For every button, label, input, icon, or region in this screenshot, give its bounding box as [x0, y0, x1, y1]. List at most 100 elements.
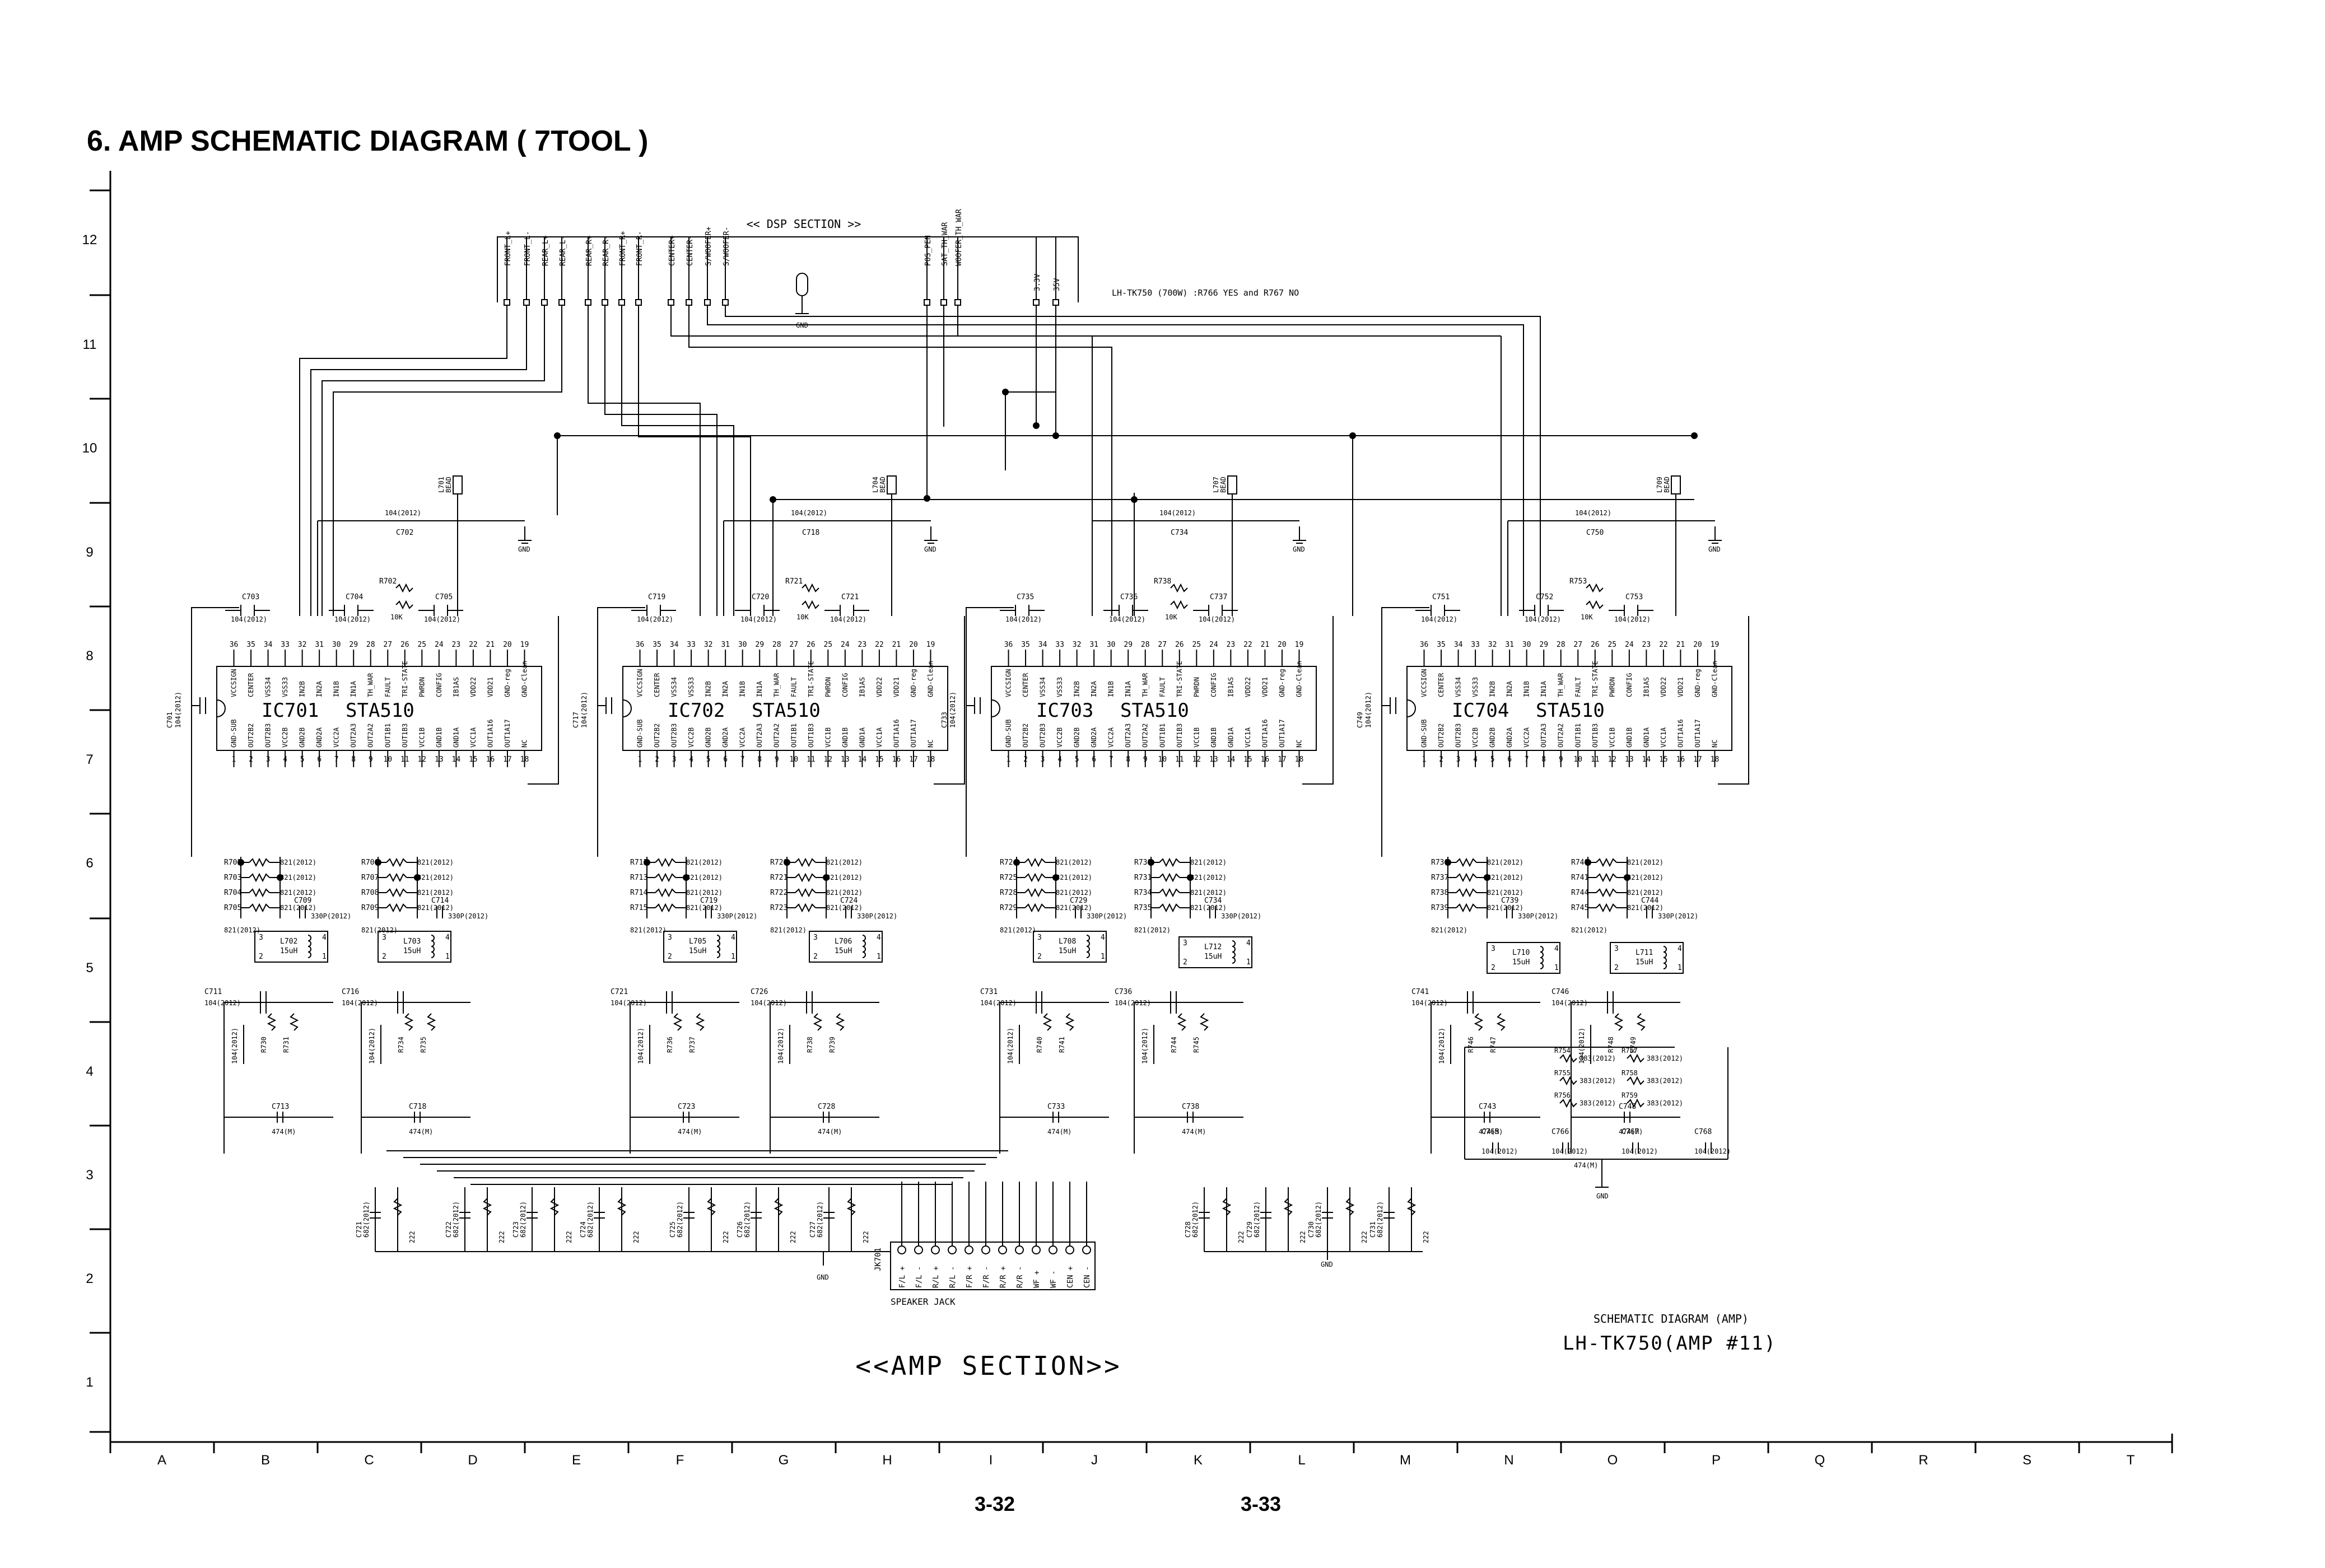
cap-label: C733 [1047, 1103, 1065, 1111]
jack-pin-label: CEN + [1066, 1266, 1075, 1288]
row-label: 5 [86, 960, 93, 976]
inductor-value: 15uH [1059, 947, 1076, 955]
resistor [1627, 1076, 1644, 1086]
inductor-value: 15uH [1204, 953, 1222, 961]
resistor-value: 821(2012) [1487, 904, 1523, 912]
ic-pin-label: IN2B [1073, 681, 1081, 697]
ic-pin-number: 20 [1278, 641, 1287, 649]
cap-value: 104(2012) [777, 1028, 785, 1064]
cap-label: C723 [678, 1103, 695, 1111]
inductor-body [1487, 942, 1560, 974]
column-label: H [882, 1453, 892, 1468]
resistor-value: 821(2012) [1571, 926, 1608, 934]
ic-pin-number: 21 [486, 641, 495, 649]
column-label: G [779, 1453, 789, 1468]
junction-dot [414, 874, 421, 881]
ic-pin-number: 30 [1107, 641, 1116, 649]
resistor-label: R725 [1000, 874, 1017, 882]
cap-value: 104(2012) [1481, 1147, 1518, 1155]
ic-pin-label: OUT1B1 [790, 724, 798, 748]
speaker-jack-label: SPEAKER JACK [891, 1296, 956, 1307]
ic-pin-label: GND1A [1642, 727, 1650, 748]
ic-pin-number: 6 [723, 755, 728, 764]
resistor-value: 383(2012) [1579, 1077, 1616, 1085]
ic-pin-number: 5 [1490, 755, 1495, 764]
resistor [1559, 1053, 1577, 1063]
ic-pin-number: 26 [1591, 641, 1600, 649]
jack-pin-label: R/L - [949, 1266, 957, 1288]
resistor-label: R734 [1134, 889, 1152, 897]
dsp-pin-label: S/WOOFER- [723, 227, 731, 266]
ic-pin-label: GND-SUB [1420, 719, 1428, 748]
resistor-value: 821(2012) [826, 889, 863, 897]
ic-pin-label: VDD22 [1660, 677, 1667, 697]
cap-value: 104(2012) [1622, 1147, 1658, 1155]
ic-pin-number: 9 [775, 755, 779, 764]
inductor-coil [307, 951, 311, 958]
junction-dot [683, 874, 689, 881]
ic-pin-label: IN2A [315, 680, 323, 697]
resistor [1170, 583, 1188, 593]
ic-pin-label: GND-Clean [1295, 661, 1303, 697]
resistor-label: R744 [1170, 1037, 1178, 1053]
cap-label: C750 [1586, 529, 1604, 537]
dsp-pin-label: FRONT_L- [524, 231, 532, 266]
bus-wire [310, 305, 527, 616]
pin-number: 1 [445, 953, 450, 961]
inductor-body [378, 931, 451, 963]
ic-ref-label: IC704 [1452, 699, 1509, 722]
ic-pin-label: PWRDN [1608, 677, 1616, 697]
ic-pin-label: OUT2B3 [1039, 724, 1047, 748]
cap-label: C729 [1070, 897, 1087, 905]
cap-value: 104(2012) [1115, 999, 1151, 1007]
ic-pin-label: TH_WAR [773, 673, 781, 697]
ic-wire [1302, 616, 1334, 785]
cap-value: 104(2012) [1575, 509, 1611, 517]
bead [887, 475, 897, 494]
ic-pin-label: VCC2B [281, 727, 289, 748]
cap-value: 104(2012) [1109, 615, 1145, 623]
resistor-value: 821(2012) [1000, 926, 1036, 934]
ic-pin-number: 31 [1505, 641, 1514, 649]
power-note: LH-TK750 (700W) :R766 YES and R767 NO [1112, 288, 1299, 298]
ic-pin-number: 36 [636, 641, 645, 649]
jack-pin-terminal [1032, 1245, 1041, 1254]
ic-pin-label: IN1A [1124, 680, 1132, 697]
bead-value: BEAD [445, 477, 453, 493]
cap-label: C719 [648, 593, 665, 601]
ic-pin-number: 16 [1261, 755, 1270, 764]
ic-pin-label: OUT2B2 [653, 724, 661, 748]
cap-value: 104(2012) [231, 1028, 239, 1064]
ic-pin-label: OUT1B3 [1591, 724, 1599, 748]
ic-pin-number: 5 [1075, 755, 1079, 764]
ic-pin-number: 18 [520, 755, 529, 764]
ic-pin-label: OUT2A2 [367, 724, 375, 748]
pin-number: 2 [382, 953, 386, 961]
jack-pin-label: F/L - [915, 1266, 924, 1288]
pin-number: 2 [813, 953, 818, 961]
pin-number: 4 [322, 934, 327, 942]
ic-pin-number: 17 [1278, 755, 1287, 764]
cap-value: 330P(2012) [1087, 912, 1127, 920]
ic-pin-number: 1 [638, 755, 642, 764]
ic-pin-number: 21 [892, 641, 901, 649]
bus-wire [725, 305, 1541, 616]
ic-pin-label: GND2B [705, 727, 712, 748]
ic-pin-label: GND1A [1227, 727, 1234, 748]
cap-value: 330P(2012) [1658, 912, 1698, 920]
ic-pin-label: TH_WAR [1557, 673, 1565, 697]
junction-dot [1691, 432, 1698, 439]
ic-pin-number: 13 [841, 755, 850, 764]
schematic-caption: SCHEMATIC DIAGRAM (AMP) [1594, 1312, 1749, 1326]
bead-label: L704 [872, 477, 879, 493]
pin-number: 3 [813, 934, 818, 942]
resistor-value: 821(2012) [224, 926, 260, 934]
ic-pin-label: OUT1B3 [401, 724, 409, 748]
resistor-label: R740 [1036, 1037, 1043, 1053]
ic-pin-label: TRI-STATE [1176, 661, 1184, 697]
ic-pin-label: VCC1B [1608, 727, 1616, 748]
row-label: 6 [86, 856, 93, 871]
